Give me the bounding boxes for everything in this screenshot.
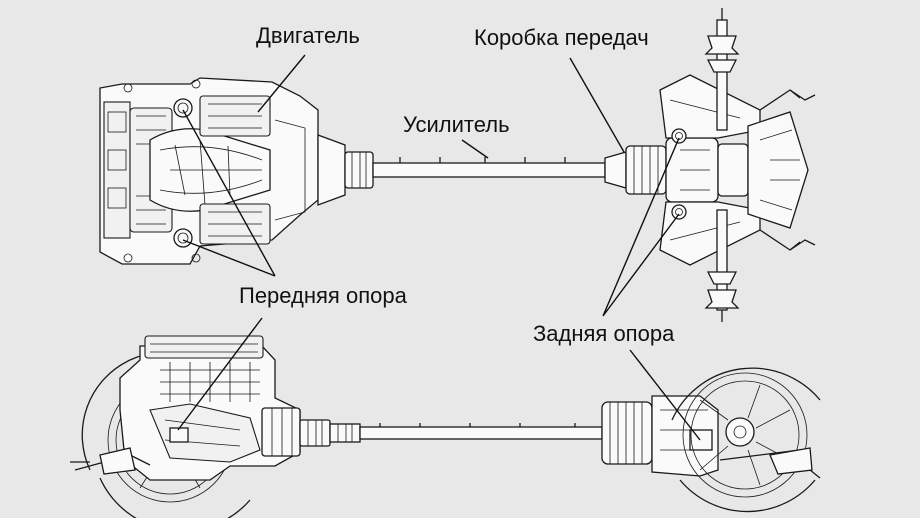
front-mount-upper	[173, 98, 193, 118]
gearbox-side-view	[601, 395, 719, 477]
driveshaft-top	[372, 157, 606, 178]
side-view	[70, 335, 821, 518]
top-view	[99, 8, 816, 322]
engine-side-view	[70, 335, 301, 481]
engine-label: Двигатель	[256, 23, 360, 48]
bellhousing-top	[317, 134, 374, 206]
rear-mount-upper	[671, 128, 687, 144]
engine-top-view	[99, 77, 319, 265]
front-mount-lower	[173, 228, 193, 248]
leader-lines	[177, 54, 701, 441]
front-mount-label: Передняя опора	[239, 283, 407, 308]
driveshaft-side	[299, 419, 603, 447]
gearbox-label: Коробка передач	[474, 25, 649, 50]
booster-label: Усилитель	[403, 112, 510, 137]
rear-wheel-side	[671, 367, 821, 513]
rear-mount-label: Задняя опора	[533, 321, 675, 346]
rear-mount-lower	[671, 204, 687, 220]
gearbox-top-view	[604, 8, 816, 322]
